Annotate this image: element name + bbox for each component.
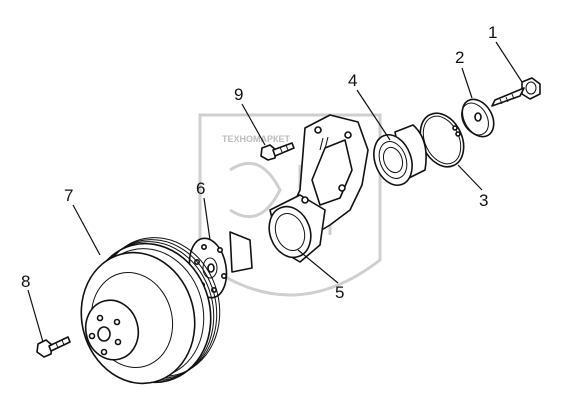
callout-5: 5: [335, 283, 344, 302]
leader-7: [72, 204, 101, 256]
bolt-part-8: [36, 336, 71, 358]
leader-2: [461, 67, 473, 99]
callout-8: 8: [21, 272, 30, 291]
leader-3: [457, 164, 483, 191]
leader-8: [27, 289, 44, 343]
callout-1: 1: [488, 23, 497, 42]
callout-labels: 1 2 3 4 5 6 7 8 9: [21, 23, 497, 302]
washer-part-2: [461, 98, 495, 138]
leader-5: [297, 249, 339, 284]
leader-lines: [27, 41, 523, 343]
bolt-part-9: [260, 142, 295, 161]
watermark-text: ТЕХНОМАРКЕТ: [222, 134, 290, 144]
callout-9: 9: [234, 85, 243, 104]
leader-4: [356, 89, 391, 141]
leader-9: [241, 103, 266, 146]
bearing-part-4: [373, 124, 427, 186]
callout-4: 4: [348, 71, 357, 90]
bolt-part-1: [491, 77, 541, 107]
callout-2: 2: [455, 48, 464, 67]
leader-6: [203, 197, 211, 241]
callout-6: 6: [196, 179, 205, 198]
leader-1: [495, 41, 523, 83]
callout-7: 7: [64, 186, 73, 205]
pulley-part-7: [80, 237, 221, 385]
bracket-part-5: [268, 114, 369, 263]
callout-3: 3: [479, 191, 488, 210]
